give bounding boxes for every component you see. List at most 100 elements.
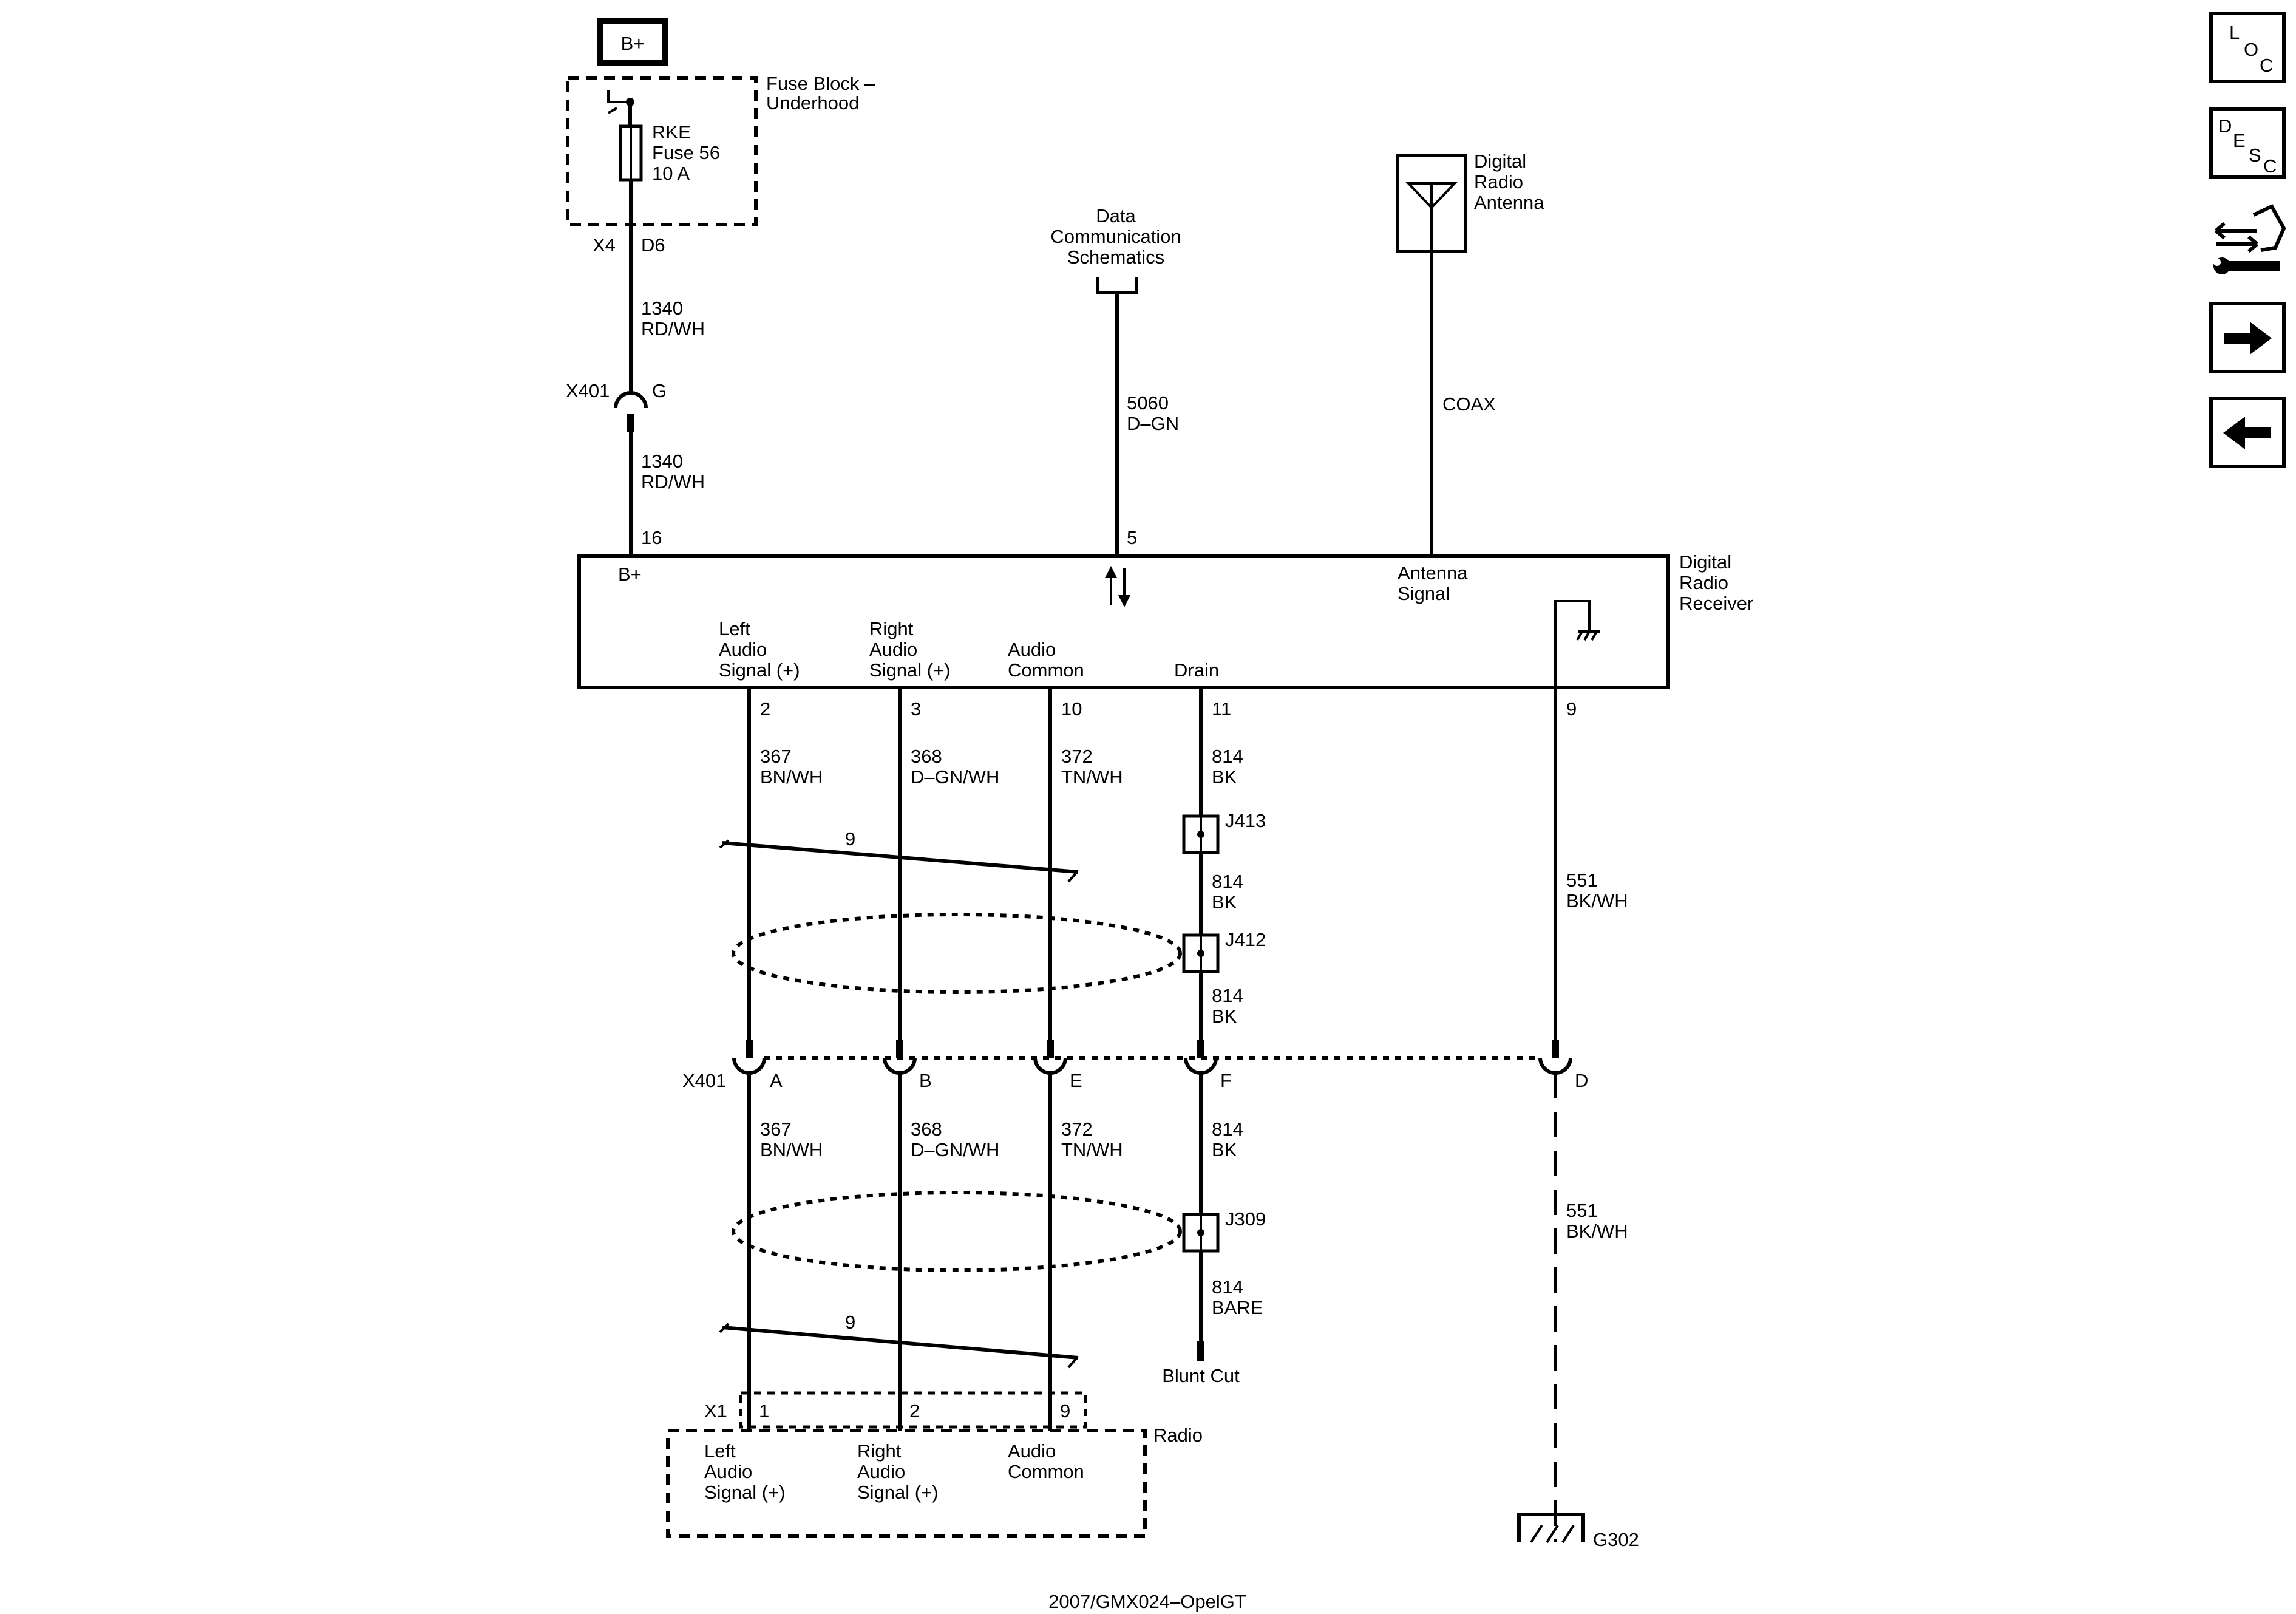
digital-radio-receiver: Digital Radio Receiver B+ Antenna Signal… <box>577 551 1753 689</box>
wire-circuit: 1340 <box>641 298 683 319</box>
desc-letter: D <box>2218 115 2232 137</box>
wire-color: BN/WH <box>760 766 823 788</box>
wire-color: D–GN/WH <box>911 1139 999 1160</box>
pin-label: 1 <box>759 1400 769 1422</box>
desc-letter: E <box>2233 130 2246 151</box>
shield-upper <box>732 913 1182 994</box>
connector-tools-icon[interactable] <box>2213 204 2286 274</box>
desc-icon[interactable] <box>2209 107 2286 179</box>
wire-circuit: 368 <box>911 1119 942 1140</box>
antenna-label: Digital <box>1474 151 1526 172</box>
wire-circuit: 5060 <box>1127 392 1169 414</box>
chassis-ground-icon <box>1576 630 1600 641</box>
pin-label: 10 <box>1061 698 1082 720</box>
fuse-connector: X4 <box>593 234 616 256</box>
splice-j413: J413 <box>1182 810 1266 854</box>
connector-name: X401 <box>566 380 610 401</box>
receiver-left-label: Left <box>719 618 750 639</box>
pin-label: 2 <box>909 1400 920 1422</box>
wire-color: TN/WH <box>1061 766 1123 788</box>
wire-color: RD/WH <box>641 471 705 492</box>
fuse-label-3: 10 A <box>652 163 690 184</box>
wire-circuit: 372 <box>1061 1119 1093 1140</box>
loc-letter: C <box>2260 55 2273 76</box>
receiver-left-label-2: Audio <box>719 639 767 660</box>
connector-pin: F <box>1220 1070 1232 1091</box>
pin-label: 3 <box>911 698 921 720</box>
connector-x401-g <box>614 391 648 409</box>
wire-color: BK/WH <box>1566 890 1628 911</box>
digital-radio-antenna: Digital Radio Antenna COAX <box>1396 151 1544 556</box>
receiver-left-label-3: Signal (+) <box>719 659 800 681</box>
data-comm-label: Data <box>1096 205 1136 226</box>
receiver-name-2: Radio <box>1679 572 1728 593</box>
wire-circuit: 367 <box>760 746 792 767</box>
twisted-pair-indicator: 9 <box>719 828 1079 883</box>
wire-color: RD/WH <box>641 318 705 339</box>
ground-g302: G302 <box>1517 1513 1639 1550</box>
pin-label: 11 <box>1212 698 1231 720</box>
receiver-name: Digital <box>1679 551 1731 573</box>
blunt-cut-end <box>1197 1341 1204 1361</box>
loc-letter: L <box>2229 22 2240 43</box>
connector-x401 <box>732 1040 1572 1075</box>
wire-circuit: 368 <box>911 746 942 767</box>
connector-pin: B <box>919 1070 932 1091</box>
forward-button[interactable] <box>2209 302 2286 373</box>
wire-color: BK <box>1212 1139 1237 1160</box>
arrow-right-icon[interactable] <box>2224 322 2272 355</box>
radio-right-label-2: Audio <box>857 1461 905 1482</box>
splice-label: J412 <box>1225 929 1266 950</box>
twist-count: 9 <box>845 828 855 850</box>
bidirectional-arrows-icon <box>1105 566 1130 607</box>
wire-color: BK <box>1212 1006 1237 1027</box>
wire-color: BARE <box>1212 1297 1263 1318</box>
power-label: B+ <box>621 33 645 54</box>
twist-count: 9 <box>845 1312 855 1333</box>
radio-left-label-2: Audio <box>704 1461 752 1482</box>
pin-label: 2 <box>760 698 770 720</box>
wire-color: BN/WH <box>760 1139 823 1160</box>
connector-pin: D <box>1575 1070 1588 1091</box>
fuse-pin: D6 <box>641 234 665 256</box>
splice-j412: J412 <box>1182 929 1266 973</box>
wire-color: D–GN <box>1127 413 1179 434</box>
loc-icon[interactable] <box>2209 12 2286 83</box>
fuse-block: Fuse Block – Underhood RKE Fuse 56 10 A … <box>566 73 875 256</box>
wire-color: BK/WH <box>1566 1221 1628 1242</box>
back-button[interactable] <box>2209 397 2286 468</box>
desc-letter: S <box>2249 145 2261 166</box>
connector-tools-button[interactable] <box>2211 203 2286 282</box>
receiver-antenna-label-2: Signal <box>1398 583 1450 604</box>
desc-button[interactable]: D E S C <box>2209 107 2286 179</box>
ground-label: G302 <box>1593 1529 1639 1550</box>
wire-circuit: 814 <box>1212 1276 1243 1298</box>
radio-right-label: Right <box>857 1440 902 1462</box>
receiver-bplus: B+ <box>618 564 642 585</box>
connector-name: X401 <box>682 1070 726 1091</box>
wire-circuit: 814 <box>1212 871 1243 892</box>
splice-label: J413 <box>1225 810 1266 831</box>
arrow-left-icon[interactable] <box>2223 417 2271 449</box>
radio-name: Radio <box>1153 1425 1203 1446</box>
wire-color: BK <box>1212 766 1237 788</box>
splice-j309: J309 <box>1182 1208 1266 1253</box>
antenna-label-3: Antenna <box>1474 192 1544 213</box>
receiver-right-label-3: Signal (+) <box>869 659 951 681</box>
data-comm-label-3: Schematics <box>1067 247 1164 268</box>
radio: Radio X1 1 2 9 Left Audio Signal (+) Rig… <box>666 1391 1203 1538</box>
connector-pin: E <box>1070 1070 1082 1091</box>
fuse-label-1: RKE <box>652 121 691 143</box>
diagram-code: 2007/GMX024–OpelGT <box>1048 1591 1246 1612</box>
desc-letter: C <box>2263 155 2277 177</box>
shield-lower <box>732 1191 1182 1272</box>
wire-circuit: 814 <box>1212 1119 1243 1140</box>
power-source: B+ <box>597 18 668 66</box>
twisted-pair-indicator-lower: 9 <box>719 1312 1079 1369</box>
pin-label: 9 <box>1060 1400 1070 1422</box>
antenna-label-2: Radio <box>1474 171 1523 192</box>
loc-button[interactable]: L O C <box>2209 12 2286 83</box>
data-comm-label-2: Communication <box>1050 226 1181 247</box>
radio-right-label-3: Signal (+) <box>857 1482 939 1503</box>
wire-color: D–GN/WH <box>911 766 999 788</box>
